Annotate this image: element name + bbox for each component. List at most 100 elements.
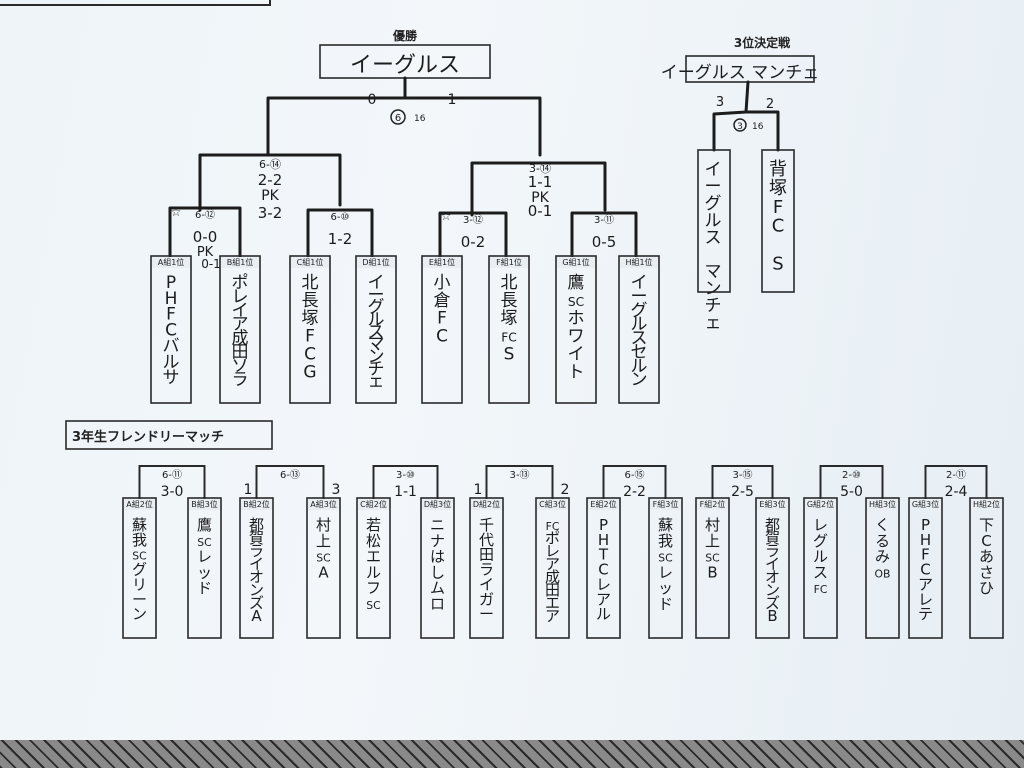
friendly-5-left-team [586,497,621,639]
friendly-5-right-team-name-char: 我 [658,532,673,550]
friendly-4-lines [485,465,554,500]
main-team-3-name-char: G [303,362,316,382]
friendly-8-left-team-name-char: ア [918,575,933,593]
main-team-1-name-char: C [165,321,177,341]
friendly-1-left-team-name-char: リ [132,575,147,593]
main-team-5-name-char: 小 [434,273,451,293]
main-team-2-header [221,257,259,268]
semi2-label: 3-⑭ [529,162,551,175]
main-team-5-name-char: 倉 [434,291,451,311]
friendly-1-score: 3-0 [161,484,184,500]
third-place-team-2 [761,149,795,293]
friendly-7-lines [819,465,884,500]
main-team-8-name-char: ル [631,315,648,335]
quarter-1-star-icon: ☆ [171,205,182,219]
main-team-2-name-char: レ [232,287,249,307]
friendly-7-right-team-name-char: OB [875,567,891,580]
friendly-6-left-team [695,497,730,639]
main-team-7-name-char: ワ [568,327,585,347]
top-left-box [0,0,271,6]
third-place-name: イーグルス マンチェ [661,63,819,83]
quarter-1-lines [168,206,242,262]
friendly-5-right-team-name-char: 蘇 [658,516,673,534]
friendly-8-left-team-name-char: テ [918,605,933,623]
friendly-1-right-team-name-char: 鷹 [197,516,212,534]
main-team-1-slot: A組1位 [158,257,185,267]
friendly-4-left-team-name-char: 千 [479,516,494,534]
friendly-8-left-team-header [910,499,941,510]
friendly-4-right-team-name-char: 田 [545,581,560,599]
friendly-2-right-team-name-char: 村 [316,516,331,534]
main-team-4-name-char: ェ [368,372,385,392]
friendly-1-left-team [122,497,157,639]
friendly-8-left-team [908,497,943,639]
friendly-6-right-team-name-char: ラ [765,542,780,560]
friendly-8-right-team-name-char: 下 [979,516,994,534]
friendly-8-left-team-name-char: H [920,531,931,549]
friendly-4-right-team-name-char: ポ [545,529,560,547]
main-team-8-name-char: ン [631,370,648,390]
main-team-8 [618,255,660,404]
third-place-team-1-name-char: イ [705,160,722,180]
friendly-3-right-team-name-char: ム [430,579,445,597]
main-team-1-header [152,257,190,268]
friendly-8-lines [924,465,988,500]
friendly-5-left-team-name-char: T [598,546,609,564]
quarter-3-score: 0-2 [461,233,486,251]
friendly-4-score-left: 1 [474,482,483,498]
main-team-5-header [423,257,461,268]
semi1-lines [198,153,342,212]
final-score-left: 0 [368,92,377,108]
main-team-2-name-char: 成 [232,329,249,349]
final-score-right: 1 [448,92,457,108]
friendly-4-left-team-name-char: ー [479,605,494,623]
friendly-1-right-team-name-char: レ [197,548,212,566]
main-team-7-name-char: SC [568,295,584,309]
main-team-4-name-char: ー [368,285,385,305]
main-team-8-header [620,257,658,268]
quarter-2-lines [306,208,374,262]
friendly-5-left-team-slot: E組2位 [590,499,616,509]
third-place-score-left: 3 [716,95,724,110]
main-team-5-name-char: F [437,309,447,329]
quarter-4-score: 0-5 [592,233,617,251]
main-team-4-slot: D組1位 [362,257,389,267]
friendly-4-label: 3-⑬ [510,469,530,481]
friendly-5-left-team-name-char: H [598,531,609,549]
main-team-4-name-char: ン [368,347,385,367]
third-place-team-1-name-char: ェ [705,313,722,333]
friendly-title-box [65,420,273,450]
third-place-circle [733,118,747,132]
friendly-7-right-team-slot: H組3位 [869,499,896,509]
floor-carpet [0,740,1024,768]
friendly-3-score: 1-1 [394,484,417,500]
quarter-4-lines [570,211,638,262]
main-team-7-name-char: ホ [568,309,585,329]
friendly-8-right-team-header [971,499,1002,510]
friendly-4-left-team-name-char: イ [479,575,494,593]
friendly-6-label: 3-⑮ [733,469,753,481]
main-team-6-name-char: 塚 [501,309,518,329]
main-team-1-name-char: P [166,273,176,293]
friendly-2-left-team-slot: B組2位 [243,499,270,509]
third-place-team-2-name-char: F [773,197,783,218]
friendly-4-right-team-name-char: FC [546,520,560,533]
friendly-4-right-team-name-char: レ [545,542,560,560]
friendly-8-right-team [969,497,1004,639]
quarter-1-pk: PK [197,245,214,260]
friendly-6-lines [711,465,774,500]
friendly-5-right-team [648,497,683,639]
friendly-8-left-team-slot: G組3位 [912,499,939,509]
friendly-3-left-team [356,497,391,639]
third-place-team-1-name-char: マ [705,262,722,282]
friendly-3-left-team-header [358,499,389,510]
friendly-7-left-team [803,497,838,639]
friendly-7-left-team-slot: G組2位 [807,499,834,509]
main-team-7 [555,255,597,404]
quarter-2-label: 6-⑩ [331,212,350,223]
friendly-5-left-team-name-char: ル [596,605,611,623]
friendly-2-lines [255,465,325,500]
semi2-pk-score: 0-1 [528,202,553,220]
